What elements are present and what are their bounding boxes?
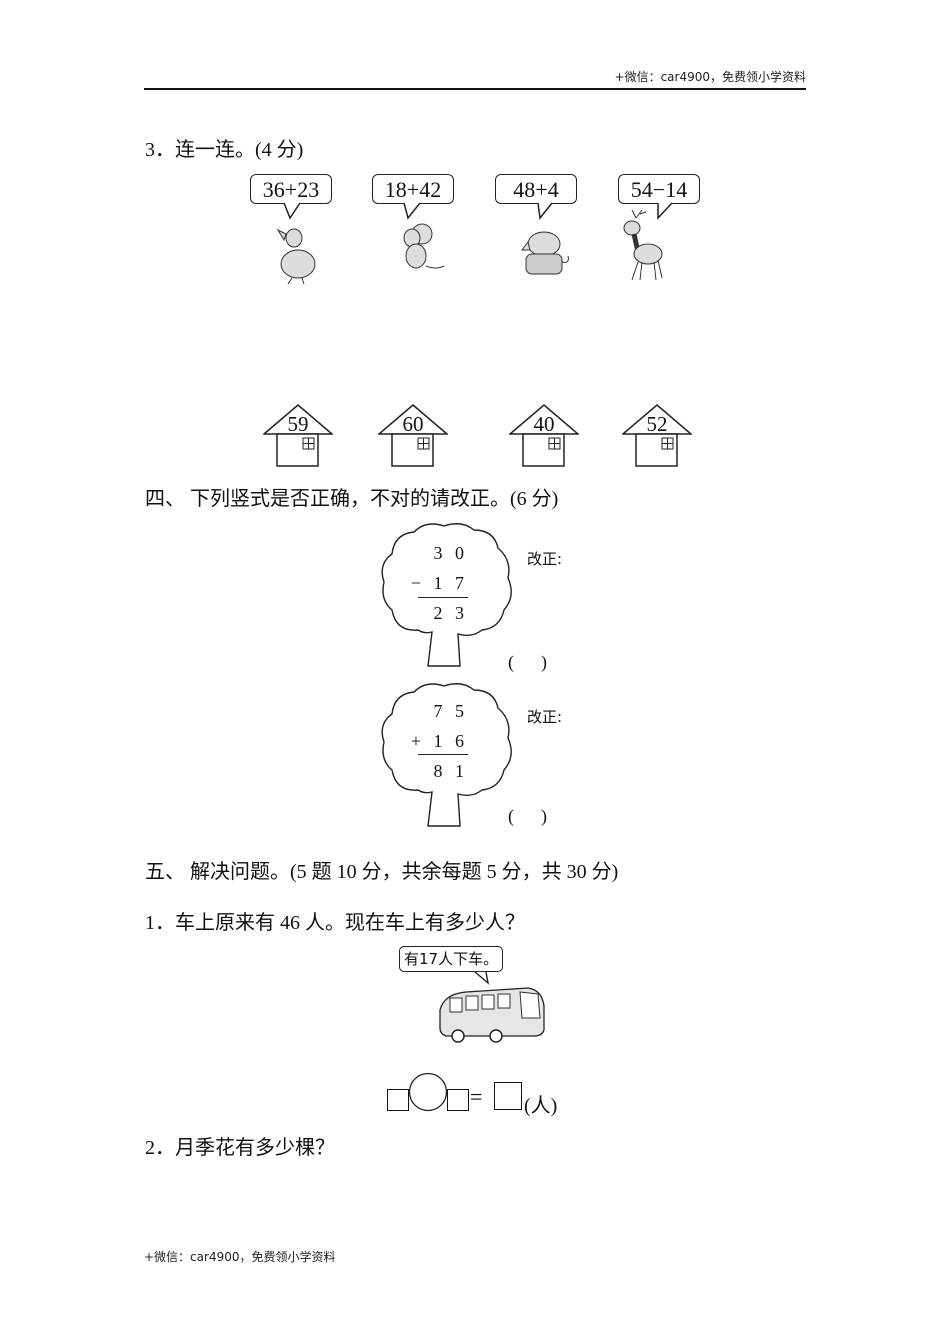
section3-title: 3．连一连。(4 分): [145, 139, 304, 161]
house-icon: [378, 404, 448, 467]
bubble-tail-icon: [474, 971, 490, 985]
answer-blank[interactable]: ( ): [508, 806, 547, 826]
calc-top: 3 0: [433, 543, 468, 563]
bubble-tail-icon: [537, 202, 553, 220]
section4-title: 四、 下列竖式是否正确，不对的请改正。(6 分): [145, 488, 559, 510]
elephant-icon: [521, 231, 569, 275]
bus-icon: [439, 987, 545, 1043]
section5-title: 五、 解决问题。(5 题 10 分，共余每题 5 分，共 30 分): [145, 861, 619, 883]
question-2: 2．月季花有多少棵？: [145, 1137, 335, 1159]
page-header: +微信：car4900，免费领小学资料: [144, 62, 806, 90]
calc-result: 2 3: [433, 603, 468, 623]
expression-bubble: 18+42: [372, 174, 454, 204]
tree-icon: [381, 523, 512, 667]
bubble-tail-icon: [657, 202, 673, 220]
answer-blank[interactable]: ( ): [508, 652, 547, 672]
blank-box-2[interactable]: [447, 1089, 469, 1111]
answer-box[interactable]: [494, 1082, 522, 1110]
house-icon: [263, 404, 333, 467]
house-number: 60: [402, 412, 424, 436]
house-icon: [509, 404, 579, 467]
house-number: 52: [646, 412, 668, 436]
equals-sign: =: [470, 1084, 483, 1109]
expression-bubble: 36+23: [250, 174, 332, 204]
house-icon: [622, 404, 692, 467]
calc-top: 7 5: [433, 701, 468, 721]
fix-label: 改正:: [527, 550, 563, 568]
footer-watermark: +微信：car4900，免费领小学资料: [144, 1250, 336, 1264]
bubble-tail-icon: [283, 202, 301, 220]
operator-circle[interactable]: [408, 1072, 448, 1112]
calc-operand: + 1 6: [410, 731, 468, 751]
bubble-tail-icon: [403, 202, 421, 220]
calc-operand: − 1 7: [410, 573, 468, 593]
speech-bubble: 有17人下车。: [399, 946, 504, 972]
header-watermark: +微信：car4900，免费领小学资料: [614, 70, 806, 84]
expression-bubble: 48+4: [495, 174, 577, 204]
calc-result: 8 1: [433, 761, 468, 781]
fix-label: 改正:: [527, 708, 563, 726]
house-number: 40: [533, 412, 555, 436]
calc-rule: [418, 597, 468, 598]
unit-label: (人): [524, 1095, 558, 1117]
mouse-icon: [403, 223, 445, 269]
question-1: 1．车上原来有 46 人。现在车上有多少人？: [145, 912, 525, 934]
calc-rule: [418, 754, 468, 755]
expression-bubble: 54−14: [618, 174, 700, 204]
house-number: 59: [287, 412, 309, 436]
deer-icon: [623, 209, 663, 281]
duck-icon: [276, 228, 316, 285]
blank-box-1[interactable]: [387, 1089, 409, 1111]
